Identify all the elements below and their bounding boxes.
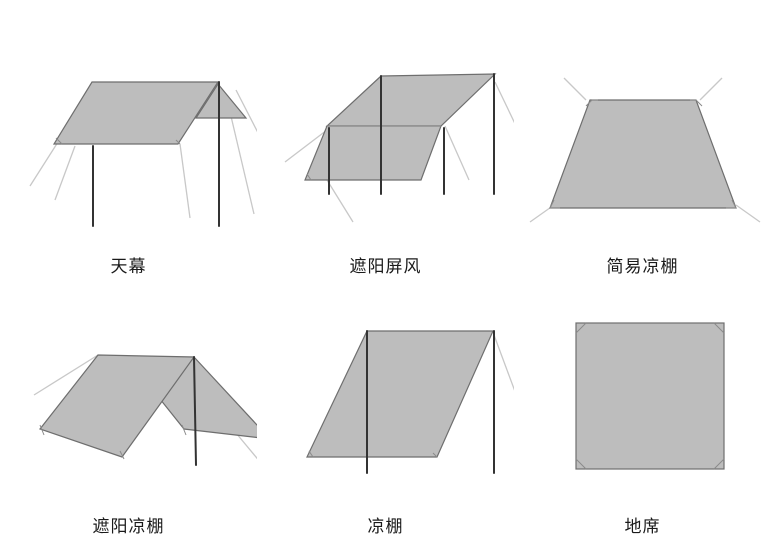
label-dixi: 地席 bbox=[624, 517, 661, 537]
setup-tianmu: 天幕 bbox=[0, 0, 257, 277]
setup-jianyi-liangpeng: 简易凉棚 bbox=[514, 0, 771, 277]
jianyi-liangpeng-illustration bbox=[529, 77, 761, 223]
zheyang-pingfeng-illustration bbox=[284, 73, 514, 223]
label-zheyang-liangpeng: 遮阳凉棚 bbox=[92, 517, 165, 537]
label-zheyang-pingfeng: 遮阳屏风 bbox=[349, 257, 422, 277]
dixi-illustration bbox=[575, 322, 725, 470]
label-tianmu: 天幕 bbox=[110, 257, 147, 277]
setup-zheyang-pingfeng: 遮阳屏风 bbox=[257, 0, 514, 277]
label-jianyi-liangpeng: 简易凉棚 bbox=[606, 257, 679, 277]
tianmu-illustration bbox=[29, 81, 257, 227]
setup-liangpeng: 凉棚 bbox=[257, 277, 514, 554]
zheyang-liangpeng-illustration bbox=[33, 354, 257, 466]
label-liangpeng: 凉棚 bbox=[367, 517, 404, 537]
setup-zheyang-liangpeng: 遮阳凉棚 bbox=[0, 277, 257, 554]
liangpeng-illustration bbox=[306, 330, 514, 474]
setup-dixi: 地席 bbox=[514, 277, 771, 554]
